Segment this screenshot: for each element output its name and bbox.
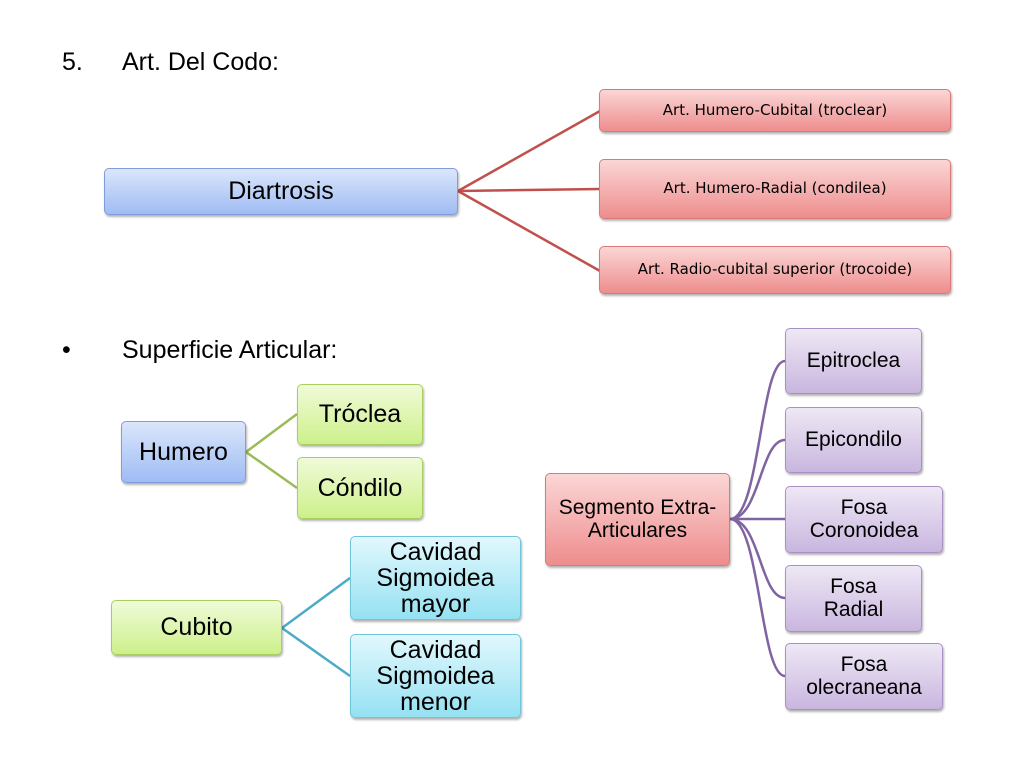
cubito-connectors — [281, 576, 351, 678]
link-segmento-radial — [729, 517, 786, 600]
link-segmento-epitroclea — [729, 359, 786, 521]
link-segmento-epicondilo — [729, 438, 786, 521]
humero-connectors — [245, 412, 298, 490]
link-segmento-olecraneana — [729, 517, 786, 678]
link-diartrosis-troclear — [457, 109, 601, 193]
segmento-connectors — [729, 359, 786, 678]
condilo-node: Cóndilo — [297, 457, 423, 519]
segmento-node: Segmento Extra-Articulares — [545, 473, 730, 566]
troclea-node: Tróclea — [297, 384, 423, 445]
cubito-node: Cubito — [111, 600, 282, 655]
diartrosis-connectors — [457, 109, 601, 273]
fosa-radial-node: Fosa Radial — [785, 565, 922, 632]
diartrosis-node: Diartrosis — [104, 168, 458, 215]
link-diartrosis-condilea — [457, 187, 601, 193]
epicondilo-node: Epicondilo — [785, 407, 922, 473]
humero-node: Humero — [121, 421, 246, 483]
fosa-olecraneana-node: Fosa olecraneana — [785, 643, 943, 710]
link-humero-condilo — [245, 450, 298, 490]
section-5-title: Art. Del Codo: — [122, 48, 280, 76]
link-diartrosis-trocoide — [457, 189, 601, 273]
link-cubito-menor — [281, 626, 351, 678]
bullet-title: Superficie Articular: — [122, 336, 338, 364]
art-humero-radial-node: Art. Humero-Radial (condilea) — [599, 159, 951, 219]
link-cubito-mayor — [281, 576, 351, 630]
fosa-coronoidea-node: Fosa Coronoidea — [785, 486, 943, 553]
section-5-heading: 5. Art. Del Codo: — [62, 48, 279, 77]
cavidad-menor-node: Cavidad Sigmoidea menor — [350, 634, 521, 718]
bullet-heading: • Superficie Articular: — [62, 336, 337, 365]
cavidad-mayor-node: Cavidad Sigmoidea mayor — [350, 536, 521, 620]
epitroclea-node: Epitroclea — [785, 328, 922, 394]
link-humero-troclea — [245, 412, 298, 454]
art-radio-cubital-node: Art. Radio-cubital superior (trocoide) — [599, 246, 951, 294]
art-humero-cubital-node: Art. Humero-Cubital (troclear) — [599, 89, 951, 132]
section-5-number: 5. — [62, 48, 83, 76]
bullet-marker: • — [62, 336, 71, 364]
